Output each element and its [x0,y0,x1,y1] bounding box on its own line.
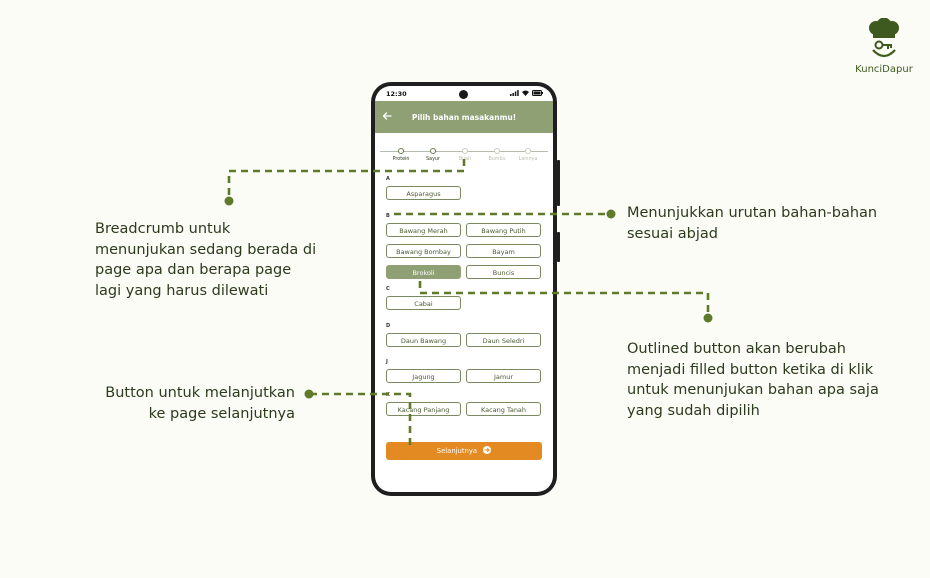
connector-dot [703,313,713,323]
section-letter: K [386,392,390,398]
ingredient-chip[interactable]: Daun Bawang [386,333,461,347]
breadcrumb-label: Protein [392,157,410,162]
breadcrumb-dot [430,148,436,154]
annotation-outlined-button: Outlined button akan berubah menjadi fil… [627,341,879,419]
ingredient-chip[interactable]: Buncis [466,265,541,279]
back-arrow-icon[interactable] [382,111,392,121]
section-letter: C [386,286,390,292]
section-letter: D [386,323,391,329]
ingredient-chip[interactable]: Kacang Tanah [466,402,541,416]
phone-side-button [557,232,560,262]
breadcrumb-dot [398,148,404,154]
phone-side-button [557,160,560,206]
ingredient-chip[interactable]: Daun Seledri [466,333,541,347]
status-bar: 12:30 [375,86,553,100]
annotation-breadcrumb: Breadcrumb untuk menunjukan sedang berad… [95,221,317,299]
breadcrumb-dot [494,148,500,154]
ingredient-chip[interactable]: Bawang Putih [466,223,541,237]
ingredient-chip[interactable]: Asparagus [386,186,461,200]
camera-notch [459,90,468,99]
status-time: 12:30 [386,90,407,98]
breadcrumb-label: Bumbu [488,157,506,162]
connector-dot [304,389,314,399]
connector-dot [224,196,234,206]
breadcrumb-label: Buah [458,157,472,162]
breadcrumb-step: Protein [386,148,416,162]
breadcrumb-step: Buah [450,148,480,162]
breadcrumb-label: Sayur [426,157,440,162]
arrow-right-icon [483,446,492,454]
next-button[interactable]: Selanjutnya [386,442,542,460]
breadcrumb-dot [462,148,468,154]
signal-icon [510,90,519,96]
ingredient-chip[interactable]: Jamur [466,369,541,383]
status-icons [510,90,543,96]
ingredient-chip[interactable]: Bawang Merah [386,223,461,237]
app-header: Pilih bahan masakanmu! [375,101,553,133]
annotation-order: Menunjukkan urutan bahan-bahan sesuai ab… [627,205,878,242]
breadcrumb-dot [525,148,531,154]
page-title: Pilih bahan masakanmu! [411,113,517,122]
section-letter: B [386,213,390,219]
ingredient-chip[interactable]: Bayam [466,244,541,258]
breadcrumb-label: Lainnya [518,157,538,162]
brand-name: KunciDapur [855,64,913,75]
wifi-icon [522,90,529,96]
ingredient-chip[interactable]: Jagung [386,369,461,383]
ingredient-chip[interactable]: Cabai [386,296,461,310]
ingredient-chip[interactable]: Kacang Panjang [386,402,461,416]
phone-screen: 12:30 Pilih bahan masakanmu! Protein Sayu… [375,86,553,492]
section-letter: A [386,176,390,182]
chef-hat-key-icon [869,18,899,58]
battery-icon [532,90,543,96]
next-button-label: Selanjutnya [436,447,478,455]
section-letter: J [386,359,388,365]
breadcrumb-step: Lainnya [513,148,543,162]
breadcrumb-step: Sayur [418,148,448,162]
phone-mockup: 12:30 Pilih bahan masakanmu! Protein Sayu… [371,82,560,496]
breadcrumb-step: Bumbu [482,148,512,162]
brand-logo: KunciDapur [855,18,913,75]
ingredient-chip[interactable]: Bawang Bombay [386,244,461,258]
breadcrumb: Protein Sayur Buah Bumbu Lainnya [375,146,553,166]
connector-dot [606,209,616,219]
ingredient-chip[interactable]: Brokoli [386,265,461,279]
annotation-next-button: Button untuk melanjutkan ke page selanju… [105,385,295,422]
